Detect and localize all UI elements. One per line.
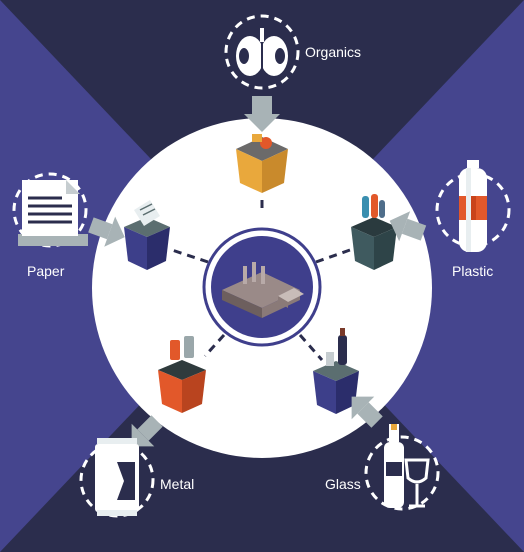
hub: [202, 227, 322, 347]
plastic-arrow: [389, 211, 427, 242]
metal-can-icon: [79, 438, 155, 518]
organics-arrow: [244, 96, 280, 132]
plastic-label: Plastic: [452, 263, 493, 279]
metal-arrow: [131, 415, 163, 447]
recycling-factory-icon: [222, 262, 304, 318]
metal-bin: [158, 336, 206, 413]
glass-bin: [313, 328, 359, 414]
organics-bin: [236, 134, 288, 193]
paper-arrow: [88, 216, 125, 247]
glass-label: Glass: [325, 476, 361, 492]
apple-core-icon: [224, 14, 300, 90]
wine-bottle-glass-icon: [364, 424, 440, 511]
metal-label: Metal: [160, 476, 194, 492]
plastic-bin: [351, 194, 397, 270]
paper-label: Paper: [27, 263, 65, 279]
paper-lines: [28, 196, 72, 224]
category-arrows: [88, 96, 427, 447]
glass-arrow: [351, 396, 383, 428]
hub-connectors: [171, 196, 351, 361]
plastic-bottle-icon: [435, 160, 511, 252]
organics-label: Organics: [305, 44, 361, 60]
paper-bin: [124, 200, 170, 270]
paper-stack-icon: [12, 172, 88, 248]
